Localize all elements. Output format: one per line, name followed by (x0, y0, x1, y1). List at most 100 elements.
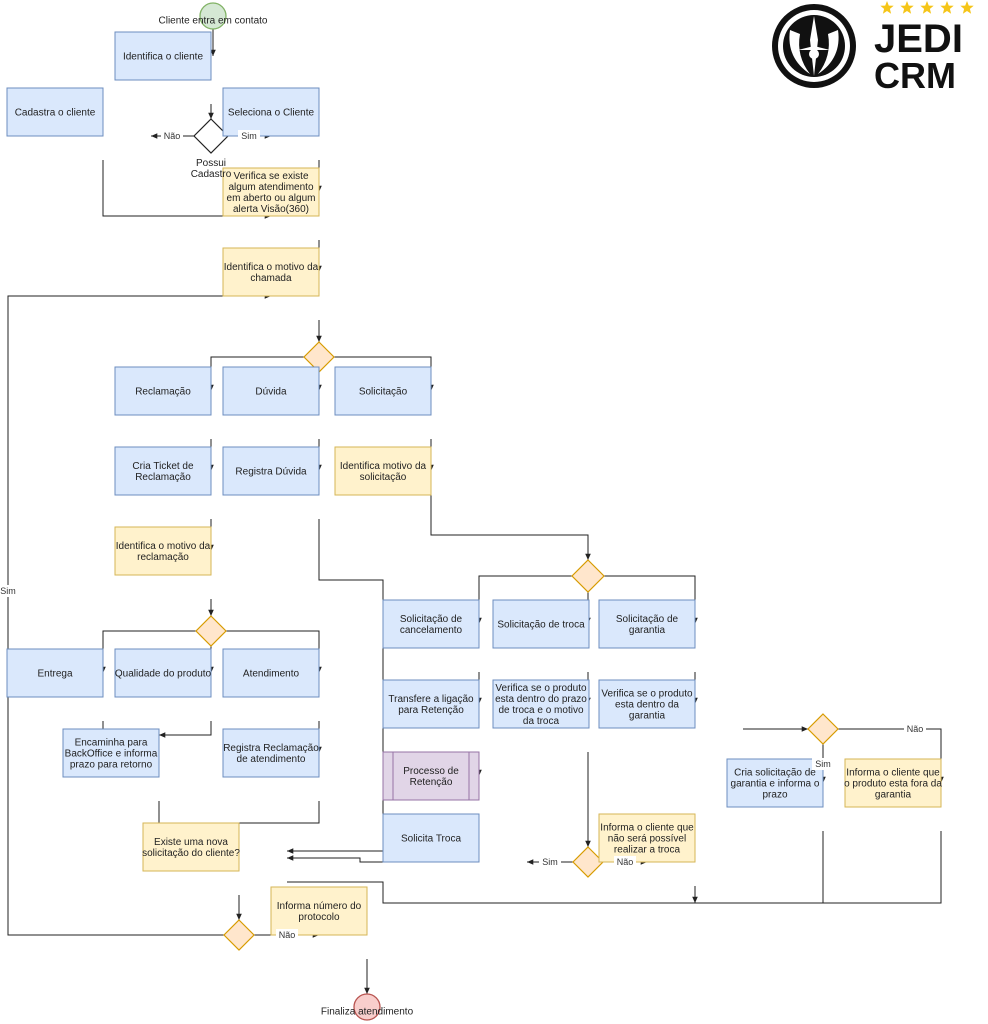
node-text: realizar a troca (614, 845, 681, 856)
node-text: BackOffice e informa (65, 749, 158, 760)
node-text: prazo (762, 790, 787, 801)
edge-connector (287, 831, 824, 904)
node-registra-duvida: Registra Dúvida (222, 446, 320, 496)
possui-cadastro-label: Possui (196, 158, 226, 169)
edge-label-nao-fora-garantia: Não (907, 724, 924, 734)
node-text: Solicitação de (616, 614, 679, 625)
node-text: esta dentro da (615, 700, 679, 711)
node-identifica-cliente: Identifica o cliente (114, 31, 212, 81)
node-d-solicitacao (571, 559, 605, 593)
node-text: protocolo (298, 912, 340, 923)
node-text: garantia e informa o (731, 779, 820, 790)
node-text: Existe uma nova (154, 837, 228, 848)
node-text: Dúvida (255, 387, 287, 398)
edge-connector (102, 160, 271, 219)
node-text: Seleciona o Cliente (228, 108, 315, 119)
node-text: Processo de (403, 766, 459, 777)
edge-label-sim-solicita-troca: Sim (542, 857, 558, 867)
edge-label-nao-cadastra: Não (164, 131, 181, 141)
node-text: Informa o cliente que (846, 768, 940, 779)
node-d-troca (572, 846, 604, 878)
jedi-crm-logo: JEDI CRM (772, 1, 974, 96)
node-text: de troca e o motivo (498, 705, 583, 716)
node-text: solicitação do cliente? (142, 848, 240, 859)
node-solicita-troca: Solicita Troca (382, 813, 480, 863)
node-text: Registra Dúvida (235, 467, 307, 478)
node-text: o produto esta fora da (844, 779, 942, 790)
node-d-garantia (807, 713, 839, 745)
node-seleciona-cliente: Seleciona o Cliente (222, 87, 320, 137)
node-entrega: Entrega (6, 648, 104, 698)
node-text: Finaliza atendimento (321, 1007, 414, 1018)
node-solicitacao-troca: Solicitação de troca (492, 599, 590, 649)
node-text: Identifica o cliente (123, 52, 203, 63)
node-text: Retenção (410, 777, 453, 788)
edge-label-sim-cria-garantia: Sim (815, 759, 831, 769)
node-text: Qualidade do produto (115, 669, 212, 680)
node-text: Verifica se existe (233, 171, 308, 182)
node-text: esta dentro do prazo (495, 694, 587, 705)
node-text: Cria solicitação de (734, 768, 816, 779)
node-text: Cria Ticket de (132, 461, 194, 472)
edge-label-sim-loop: Sim (0, 586, 16, 596)
node-text: Encaminha para (75, 738, 148, 749)
node-text: cancelamento (400, 625, 463, 636)
node-text: alerta Visão(360) (233, 204, 309, 215)
node-atendimento: Atendimento (222, 648, 320, 698)
node-text: Transfere a ligação (388, 694, 474, 705)
node-text: Informa número do (277, 901, 362, 912)
node-d-reclamacao (195, 615, 227, 647)
edge-label-sim-seleciona: Sim (241, 131, 257, 141)
node-text: Cadastra o cliente (15, 108, 96, 119)
node-text: solicitação (360, 472, 407, 483)
edge-connector (159, 721, 212, 738)
node-text: Informa o cliente que (600, 823, 694, 834)
node-text: Solicitação de (400, 614, 463, 625)
node-text: Verifica se o produto (495, 683, 587, 694)
node-cadastra-cliente: Cadastra o cliente (6, 87, 104, 137)
node-qualidade-produto: Qualidade do produto (114, 648, 212, 698)
node-text: de atendimento (237, 754, 306, 765)
node-text: garantia (629, 711, 666, 722)
star-icon (880, 1, 894, 14)
edge-connector (430, 495, 591, 560)
rating-stars (880, 1, 974, 14)
node-text: Cliente entra em contato (159, 16, 268, 27)
node-text: Identifica motivo da (340, 461, 427, 472)
node-text: Reclamação (135, 387, 191, 398)
node-text: Identifica o motivo da (116, 541, 211, 552)
node-text: Reclamação (135, 472, 191, 483)
node-text: para Retenção (398, 705, 464, 716)
edge-label-nao-protocolo: Não (279, 930, 296, 940)
node-text: garantia (629, 625, 666, 636)
node-text: chamada (250, 273, 292, 284)
edge-connector (287, 519, 384, 854)
star-icon (960, 1, 974, 14)
jedi-order-emblem-icon (772, 4, 856, 88)
node-text: garantia (875, 790, 912, 801)
node-text: Verifica se o produto (601, 689, 693, 700)
node-start: Cliente entra em contato (159, 2, 268, 30)
node-text: Identifica o motivo da (224, 262, 319, 273)
edge-label-nao-informa-troca: Não (617, 857, 634, 867)
node-duvida: Dúvida (222, 366, 320, 416)
node-text: Solicitação (359, 387, 408, 398)
node-possui-cadastro (193, 118, 229, 154)
logo-line1: JEDI (874, 17, 963, 61)
